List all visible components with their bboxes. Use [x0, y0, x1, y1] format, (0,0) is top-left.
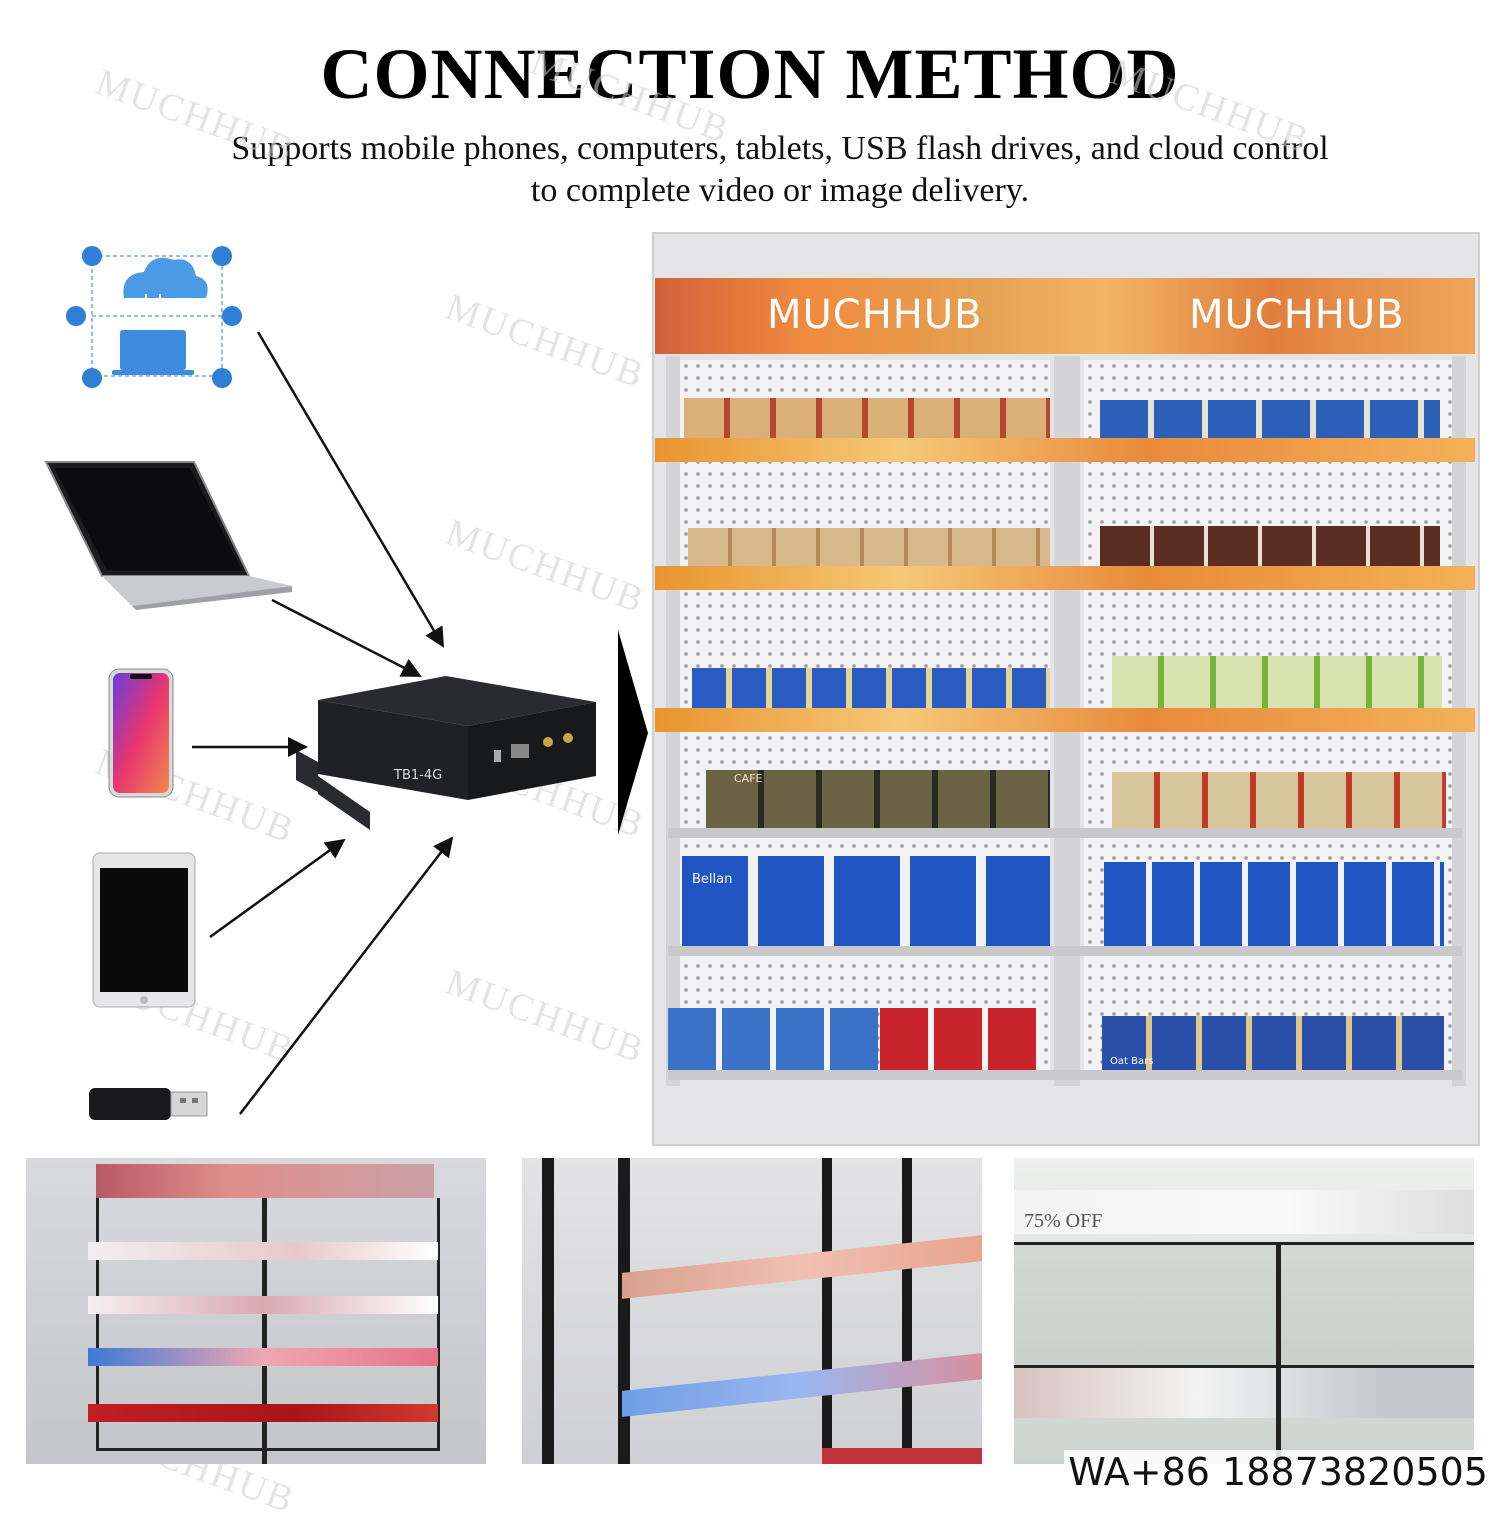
usb-drive-icon	[89, 1088, 208, 1120]
product-row	[1102, 1016, 1444, 1070]
photo-shelf-3: 75% OFF	[1014, 1158, 1474, 1464]
shelf-lip	[668, 946, 1462, 956]
product-row	[1100, 400, 1440, 438]
page-subtitle: Supports mobile phones, computers, table…	[150, 128, 1410, 212]
tablet-icon	[92, 852, 196, 1008]
arrow-usb	[239, 836, 454, 1115]
laptop-icon	[44, 461, 292, 610]
led-shelf-strip	[655, 708, 1475, 732]
product-row	[1112, 656, 1442, 708]
cloud-network-icon	[66, 246, 242, 388]
product-row	[668, 1008, 878, 1070]
led-shelf-strip	[655, 566, 1475, 590]
shelf-banner	[655, 278, 1475, 354]
arrow-laptop	[271, 598, 422, 678]
subtitle-line-1: Supports mobile phones, computers, table…	[231, 130, 1329, 167]
discount-tag: 75% OFF	[1024, 1210, 1103, 1232]
product-row	[692, 668, 1050, 708]
arrow-tablet	[209, 838, 346, 939]
product-row	[684, 398, 1050, 438]
page-title: CONNECTION METHOD	[320, 34, 1180, 114]
smartphone-icon	[108, 668, 174, 798]
photo-shelf-1	[26, 1158, 486, 1464]
whatsapp-contact: WA+86 18873820505	[1064, 1450, 1492, 1494]
big-arrow-right	[618, 630, 648, 835]
photo-shelf-2	[522, 1158, 982, 1464]
subtitle-line-2: to complete video or image delivery.	[530, 172, 1030, 209]
product-brand-label: Bellan	[692, 872, 733, 887]
product-row	[682, 856, 1050, 946]
shelf-lip	[668, 1070, 1462, 1080]
led-shelf-strip	[655, 438, 1475, 462]
product-row	[688, 528, 1050, 566]
shelf-banner-left-text: MUCHHUB	[767, 292, 983, 338]
product-row	[880, 1008, 1040, 1070]
product-row	[1104, 862, 1444, 946]
product-row	[1100, 526, 1440, 566]
product-label: Oat Bars	[1110, 1056, 1154, 1067]
controller-box: TB1-4G	[296, 672, 612, 832]
shelf-banner-right-text: MUCHHUB	[1189, 292, 1405, 338]
arrow-cloud	[256, 331, 445, 648]
product-row	[1112, 772, 1446, 828]
shelf-lip	[668, 828, 1462, 838]
controller-model-label: TB1-4G	[394, 768, 443, 783]
product-row	[706, 770, 1050, 828]
product-label: CAFE	[734, 772, 763, 785]
